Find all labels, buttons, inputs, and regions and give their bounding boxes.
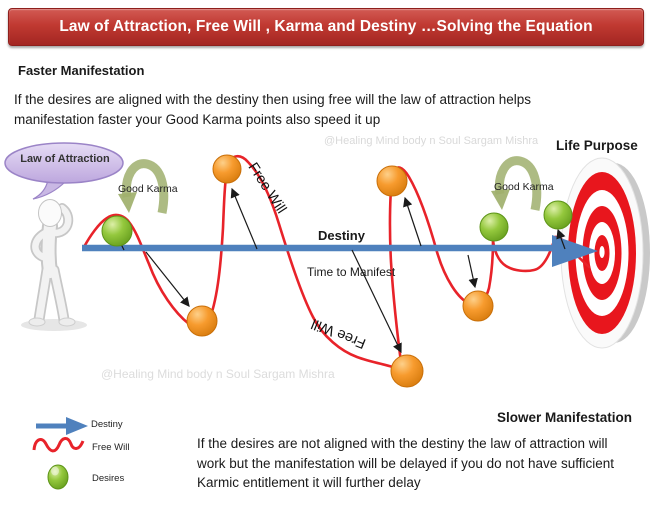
- faster-manifestation-heading: Faster Manifestation: [18, 63, 145, 78]
- slide-title: Law of Attraction, Free Will , Karma and…: [59, 18, 593, 35]
- speech-bubble: [4, 142, 124, 200]
- slower-manifestation-heading: Slower Manifestation: [496, 410, 632, 425]
- desire-green-circle: [101, 215, 133, 247]
- destiny-line: [82, 235, 598, 267]
- title-banner: Law of Attraction, Free Will , Karma and…: [8, 8, 644, 46]
- desire-orange-circle: [390, 354, 424, 388]
- desires-sphere-icon: [47, 464, 69, 490]
- destiny-label: Destiny: [318, 228, 365, 243]
- good-karma-arrow-icon: [118, 159, 169, 214]
- desire-green-circle: [479, 212, 509, 242]
- time-to-manifest-label: Time to Manifest: [307, 265, 396, 279]
- desire-green-circle: [543, 200, 573, 230]
- legend-label-free-will: Free Will: [92, 442, 130, 453]
- good-karma-label-right: Good Karma: [494, 181, 554, 193]
- good-karma-label-left: Good Karma: [118, 183, 178, 195]
- good-karma-arrow-icon: [491, 156, 542, 211]
- thinking-person-figure: [21, 199, 87, 331]
- legend-label-destiny: Destiny: [91, 419, 123, 430]
- desire-orange-circle: [462, 290, 494, 322]
- desire-orange-circle: [186, 305, 218, 337]
- free-will-wave-icon: [32, 437, 85, 453]
- life-purpose-label: Life Purpose: [556, 138, 638, 153]
- destiny-arrow-icon: [36, 417, 88, 435]
- watermark-top: @Healing Mind body n Soul Sargam Mishra: [324, 135, 539, 147]
- legend-label-desires: Desires: [92, 473, 125, 484]
- annotation-arrows: [116, 187, 566, 354]
- life-purpose-target-icon: [560, 157, 650, 349]
- law-of-attraction-bubble-label: Law of Attraction: [20, 153, 110, 165]
- watermark-bottom: @Healing Mind body n Soul Sargam Mishra: [101, 367, 335, 381]
- desire-orange-circle: [212, 154, 242, 184]
- slower-manifestation-text: If the desires are not aligned with the …: [197, 436, 614, 491]
- faster-manifestation-text: If the desires are aligned with the dest…: [14, 92, 532, 128]
- desire-circles: [101, 154, 573, 388]
- desire-orange-circle: [376, 165, 408, 197]
